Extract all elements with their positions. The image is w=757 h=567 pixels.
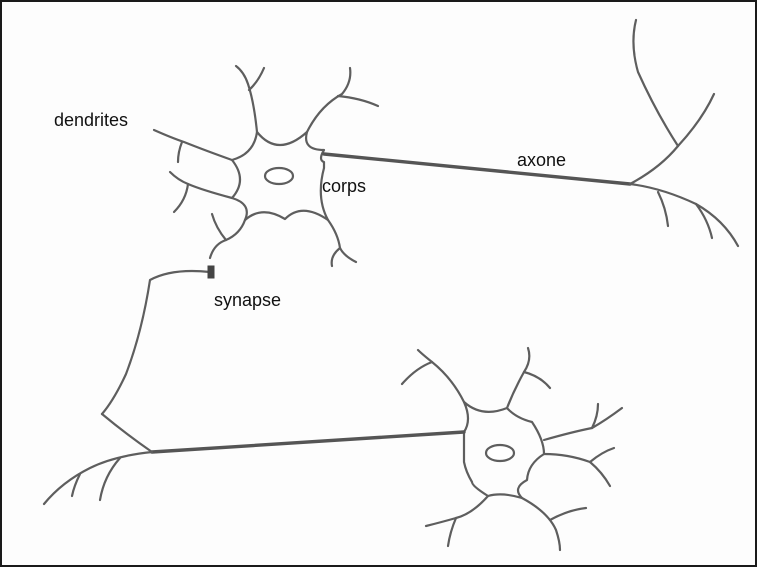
upper-dendrite	[332, 248, 340, 266]
upper-nucleus	[265, 168, 293, 184]
lower-dendrite	[507, 348, 529, 408]
lower-dendrite	[448, 518, 456, 546]
lower-axon-terminal	[100, 458, 120, 500]
lower-dendrite	[544, 454, 610, 486]
upper-axon-terminal	[678, 94, 714, 146]
lower-dendrite	[550, 508, 586, 520]
upper-dendrite	[307, 68, 350, 132]
lower-dendrite	[522, 498, 560, 550]
labels: dendrites corps axone synapse	[54, 110, 566, 310]
synapse-terminal	[208, 266, 214, 278]
lower-axon-terminal	[44, 452, 152, 504]
upper-dendrite	[174, 184, 188, 212]
upper-dendrite	[249, 68, 264, 90]
lower-neuron	[44, 348, 622, 550]
lower-axon-terminal	[102, 414, 152, 452]
upper-dendrite	[338, 96, 378, 106]
upper-dendrite	[210, 220, 245, 258]
label-axone: axone	[517, 150, 566, 170]
connecting-axon	[102, 271, 210, 414]
upper-axon-terminal	[658, 192, 668, 226]
lower-dendrite	[544, 408, 622, 440]
lower-dendrite	[524, 372, 550, 388]
synaptic-connection	[102, 266, 214, 414]
upper-dendrite	[212, 214, 226, 240]
upper-neuron	[154, 20, 738, 266]
label-corps: corps	[322, 176, 366, 196]
upper-axon-terminal	[630, 184, 738, 246]
lower-dendrite	[418, 350, 464, 402]
upper-dendrite	[154, 130, 232, 160]
lower-nucleus	[486, 445, 514, 461]
lower-axon	[152, 432, 464, 452]
lower-dendrite	[402, 362, 432, 384]
upper-dendrite	[170, 172, 232, 198]
upper-dendrite	[178, 142, 182, 162]
label-synapse: synapse	[214, 290, 281, 310]
lower-dendrite	[426, 496, 488, 526]
upper-axon	[324, 154, 630, 184]
upper-axon-terminal	[630, 20, 678, 184]
lower-dendrite	[590, 448, 614, 462]
label-dendrites: dendrites	[54, 110, 128, 130]
upper-dendrite	[236, 66, 257, 132]
